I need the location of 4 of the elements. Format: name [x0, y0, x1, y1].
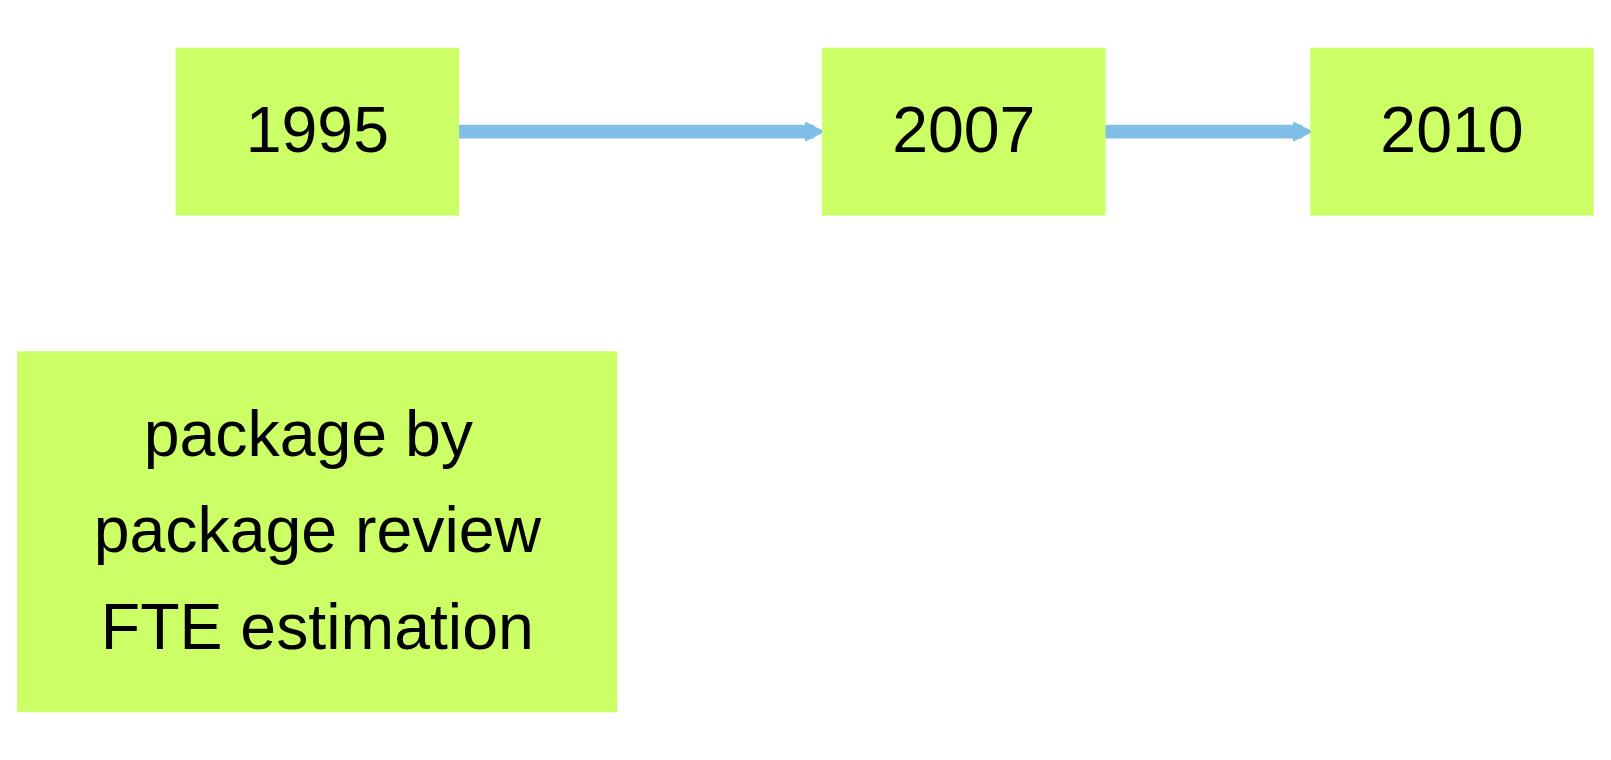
node-box: package by package review FTE estimation	[17, 351, 618, 713]
node-box: 1995	[175, 47, 460, 216]
node-box: 2010	[1310, 47, 1594, 216]
node-box: 2007	[822, 47, 1106, 216]
